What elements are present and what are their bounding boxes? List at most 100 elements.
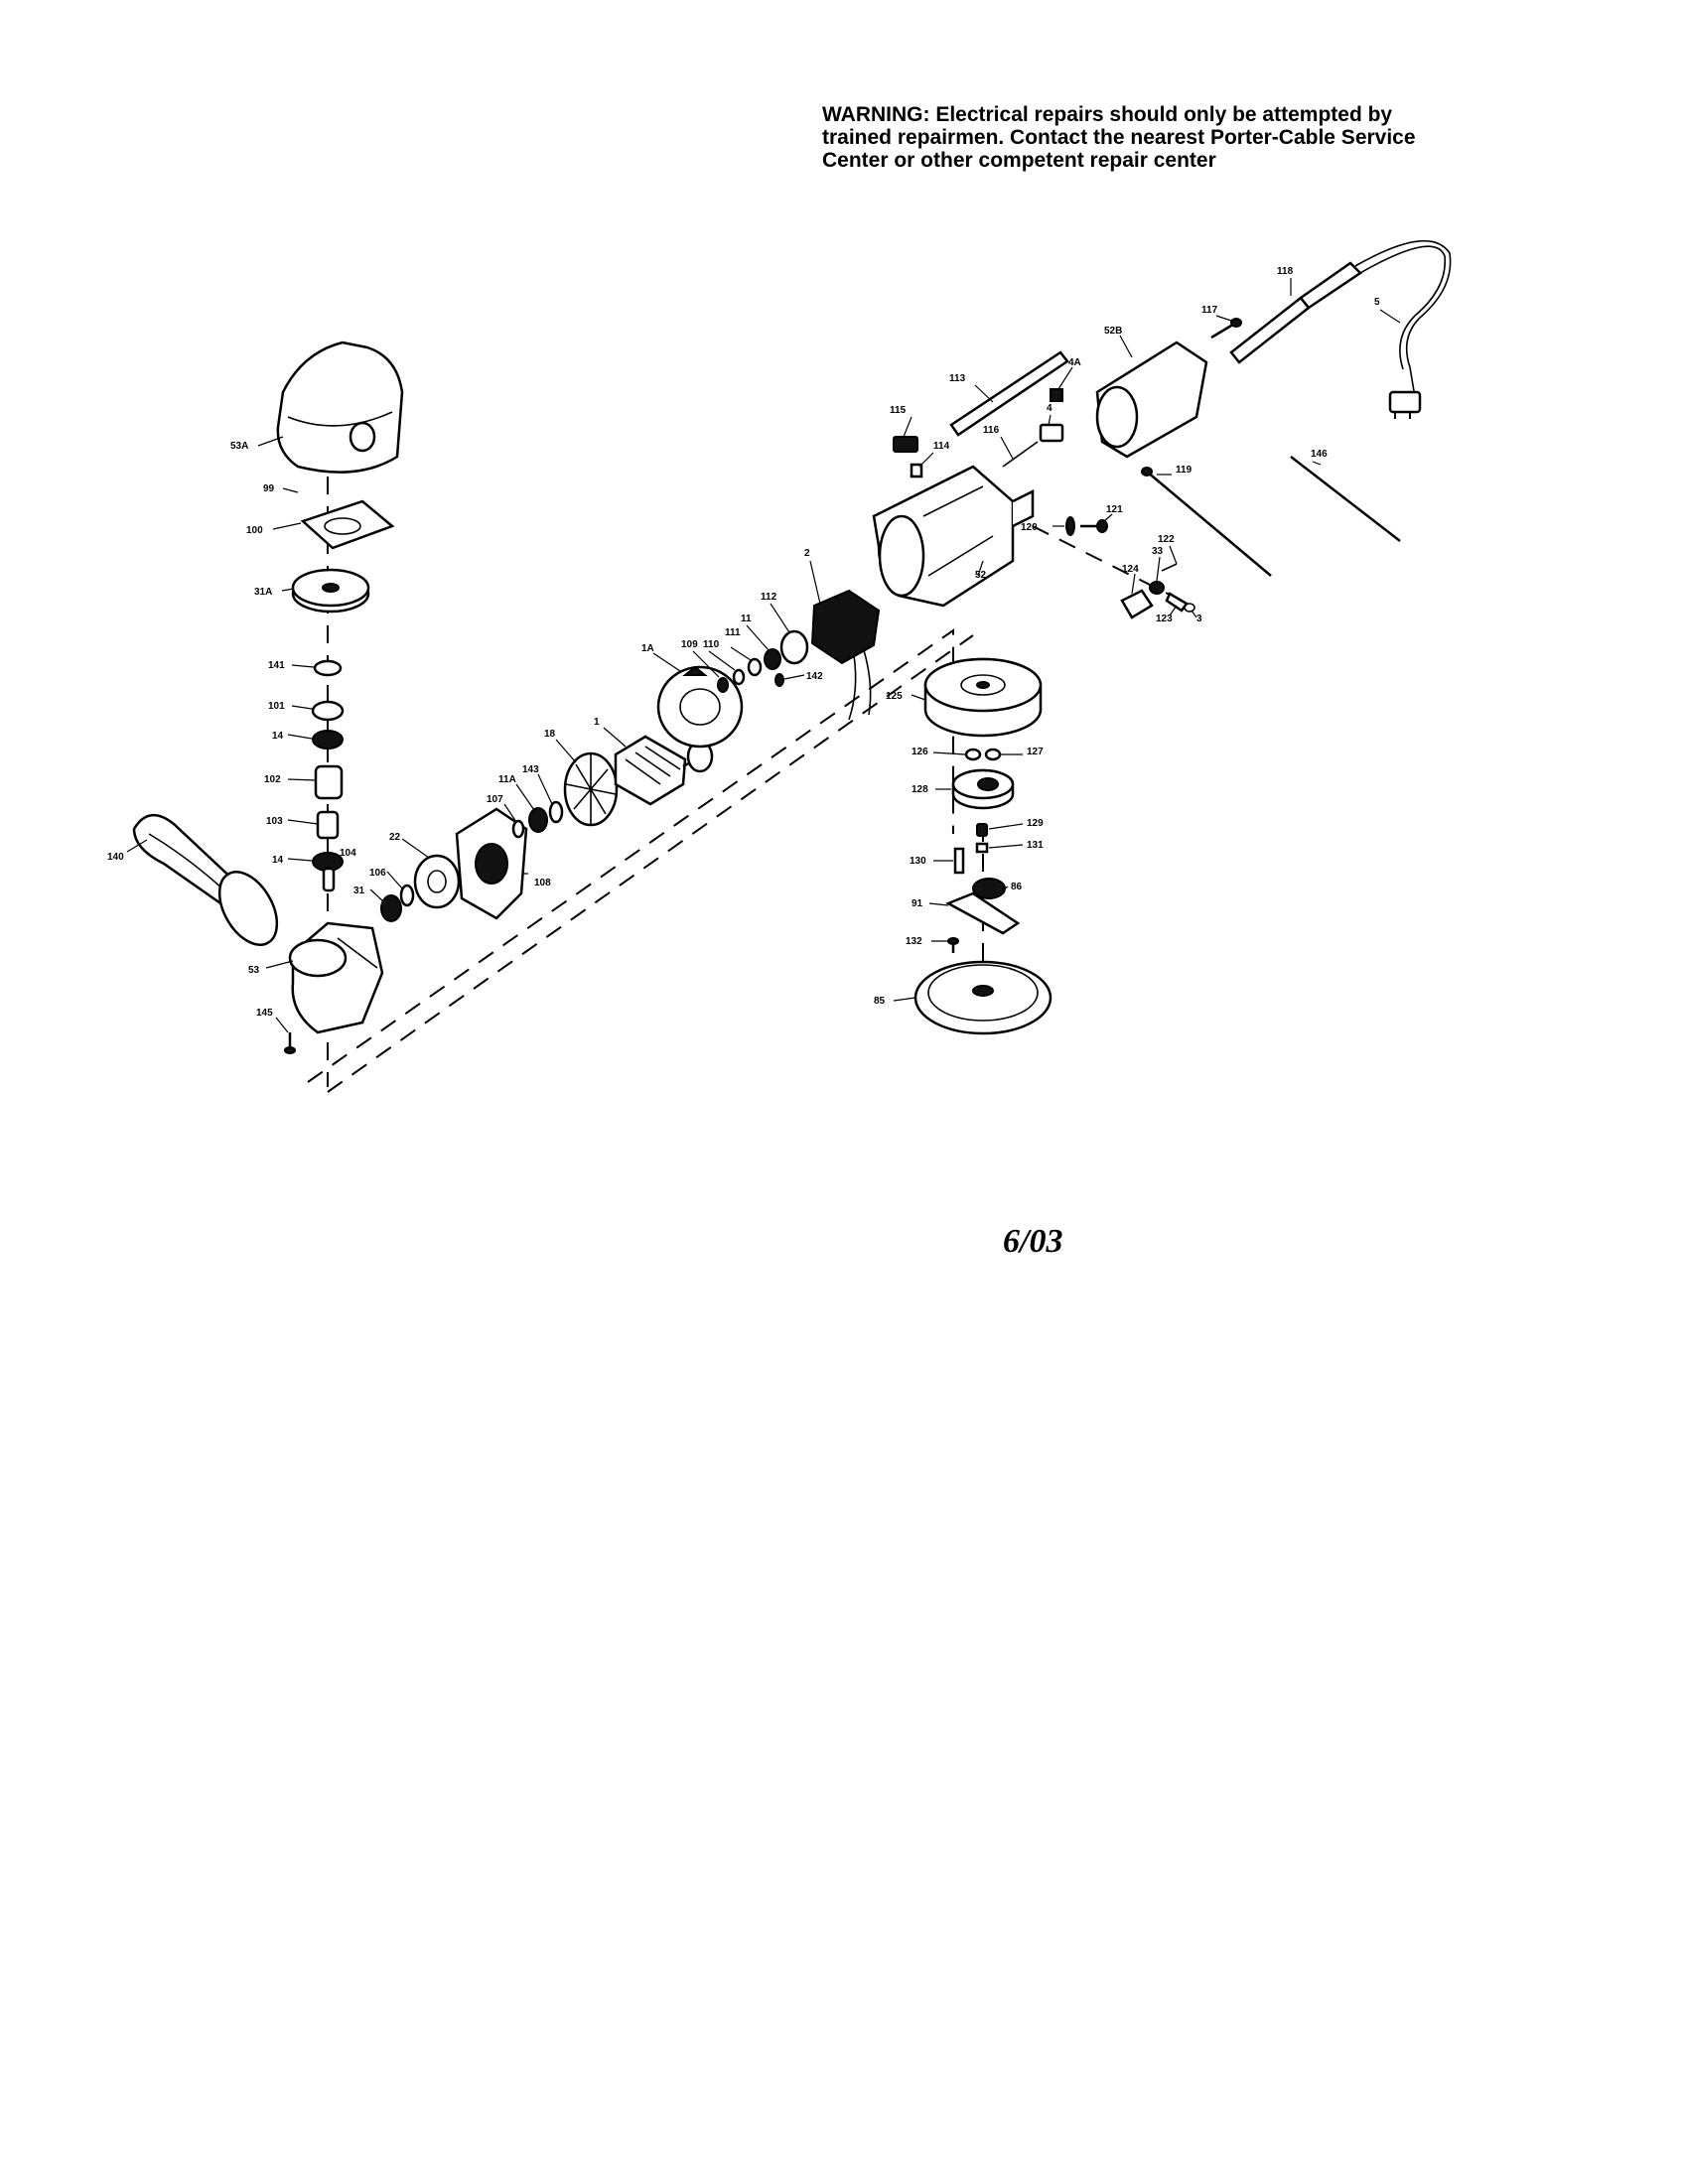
- wrench-91: [945, 891, 1021, 935]
- label-114: 114: [933, 441, 950, 452]
- washer-106: [399, 884, 415, 907]
- label-33: 33: [1152, 546, 1164, 557]
- label-112: 112: [761, 592, 777, 603]
- bearing-11: [764, 648, 781, 670]
- label-107: 107: [487, 794, 503, 805]
- cord-clamp-113: [949, 350, 1069, 437]
- label-113: 113: [949, 373, 966, 384]
- washer-109: [717, 677, 729, 693]
- washer-107: [511, 819, 525, 839]
- screw-121-head: [1096, 519, 1108, 533]
- part-number-labels: 53A 99 100 31A 141 101 14 102 103 14 104…: [107, 266, 1380, 1019]
- label-110: 110: [703, 639, 720, 650]
- label-123: 123: [1156, 614, 1173, 624]
- label-2: 2: [804, 548, 810, 559]
- label-140: 140: [107, 852, 124, 863]
- strain-relief: [1229, 261, 1362, 364]
- bearing-11a: [528, 807, 548, 833]
- label-53: 53: [248, 965, 260, 976]
- warning-note: WARNING: Electrical repairs should only …: [822, 103, 1477, 172]
- washer-110: [732, 668, 746, 686]
- label-11a: 11A: [498, 774, 516, 785]
- label-115: 115: [890, 405, 907, 416]
- power-cord-inner: [1359, 245, 1447, 370]
- screw-117-head: [1230, 318, 1242, 328]
- label-14-lower: 14: [272, 855, 284, 866]
- motor-housing: [872, 465, 1035, 608]
- wire-tie-119-head: [1141, 467, 1153, 477]
- label-145: 145: [256, 1008, 273, 1019]
- label-4a: 4A: [1068, 357, 1081, 368]
- label-53a: 53A: [230, 441, 248, 452]
- bearing-22-hole: [427, 870, 447, 893]
- field: [810, 589, 881, 721]
- rear-housing: [1095, 341, 1208, 459]
- label-125: 125: [886, 691, 903, 702]
- spring-116: [1002, 441, 1039, 468]
- washer-126: [964, 748, 982, 761]
- gear-housing: [288, 921, 384, 1034]
- warning-line-3: Center or other competent repair center: [822, 149, 1216, 172]
- label-126: 126: [912, 747, 928, 757]
- label-108: 108: [534, 878, 551, 888]
- washer-131: [975, 842, 989, 854]
- backing-pad-85: [913, 960, 1052, 1035]
- leader-lines: [126, 278, 1401, 1033]
- label-132: 132: [906, 936, 922, 947]
- bearing-112: [779, 629, 809, 665]
- label-99: 99: [263, 483, 275, 494]
- buffing-pad-125: [923, 657, 1043, 738]
- switch-actuator-4a: [1050, 388, 1063, 402]
- side-handle: [132, 814, 279, 946]
- label-131: 131: [1027, 840, 1044, 851]
- label-141: 141: [268, 660, 285, 671]
- label-120: 120: [1021, 522, 1038, 533]
- label-111: 111: [725, 627, 741, 638]
- ring-142: [774, 673, 784, 687]
- ring-143: [548, 800, 564, 824]
- label-91: 91: [912, 898, 923, 909]
- baffle: [656, 665, 744, 749]
- bearing-22: [413, 854, 461, 909]
- switch-assembly: [1120, 563, 1195, 619]
- label-102: 102: [264, 774, 281, 785]
- label-143: 143: [522, 764, 539, 775]
- label-106: 106: [369, 868, 386, 879]
- bearing-101: [311, 700, 345, 722]
- wire-tie-119: [1146, 471, 1272, 577]
- warning-line-2: trained repairmen. Contact the nearest P…: [822, 126, 1416, 149]
- spacer-102: [314, 764, 344, 800]
- gear-housing-cover: [276, 341, 404, 474]
- label-128: 128: [912, 784, 928, 795]
- label-52b: 52B: [1104, 326, 1122, 337]
- label-1a: 1A: [641, 643, 654, 654]
- label-86: 86: [1011, 882, 1023, 892]
- label-116: 116: [983, 425, 1000, 436]
- screw-129: [976, 823, 988, 837]
- pinion-gear-31: [380, 894, 402, 922]
- label-104: 104: [340, 848, 356, 859]
- spindle-lock-104: [322, 867, 336, 892]
- spindle-130: [953, 847, 965, 875]
- gasket: [300, 499, 395, 550]
- spindle-gear: [291, 568, 370, 614]
- label-119: 119: [1176, 465, 1193, 476]
- label-101: 101: [268, 701, 285, 712]
- label-142: 142: [806, 671, 823, 682]
- label-11: 11: [741, 614, 752, 624]
- label-31: 31: [353, 886, 365, 896]
- label-124: 124: [1122, 564, 1139, 575]
- fan: [563, 751, 619, 827]
- spacer-103: [316, 810, 340, 840]
- label-130: 130: [910, 856, 926, 867]
- hub-128: [951, 768, 1015, 810]
- label-31a: 31A: [254, 587, 272, 598]
- label-100: 100: [246, 525, 263, 536]
- washer-141: [313, 659, 343, 677]
- label-3: 3: [1196, 614, 1202, 624]
- label-4: 4: [1047, 403, 1052, 414]
- bearing-14-upper: [312, 730, 344, 750]
- label-127: 127: [1027, 747, 1044, 757]
- label-22: 22: [389, 832, 401, 843]
- label-121: 121: [1106, 504, 1123, 515]
